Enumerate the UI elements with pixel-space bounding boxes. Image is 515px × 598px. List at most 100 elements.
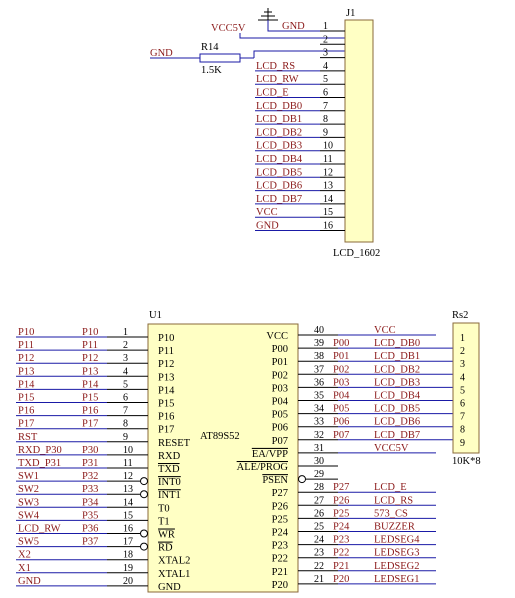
u1-left-pin-name: RESET bbox=[158, 438, 191, 449]
u1-left-port-label: P36 bbox=[82, 524, 98, 535]
rs2-pin-number: 6 bbox=[460, 399, 465, 410]
u1-left-net-label: P17 bbox=[18, 419, 34, 430]
u1-left-port-label: P14 bbox=[82, 379, 99, 390]
u1-left-port-label: P16 bbox=[82, 406, 98, 417]
u1-left-pin-number: 19 bbox=[123, 563, 133, 574]
u1-right-port-label: P00 bbox=[333, 338, 349, 349]
u1-right-port-label: P07 bbox=[333, 430, 349, 441]
u1-right-pin-name: VCC bbox=[266, 331, 288, 342]
u1-left-pin-number: 17 bbox=[123, 537, 133, 548]
u1-right-pin-number: 34 bbox=[314, 404, 324, 415]
j1-connector: GND R14 1.5K VCC5V J1 LCD_1602 1GND234LC… bbox=[150, 8, 380, 259]
j1-pin-number: 15 bbox=[323, 207, 333, 218]
j1-pin-number: 4 bbox=[323, 61, 328, 72]
u1-left-net-label: SW5 bbox=[18, 537, 39, 548]
rs2-pin-number: 3 bbox=[460, 359, 465, 370]
r14-gnd-net: GND bbox=[150, 48, 173, 59]
u1-left-pin-name: P11 bbox=[158, 346, 174, 357]
u1-left-net-label: P16 bbox=[18, 406, 34, 417]
u1-body bbox=[147, 323, 299, 593]
j1-net-label: LCD_DB4 bbox=[256, 154, 303, 165]
u1-right-pin-name: P22 bbox=[272, 554, 288, 565]
u1-right-net-label: LCD_DB1 bbox=[374, 351, 420, 362]
u1-right-net-label: 573_CS bbox=[374, 508, 408, 519]
u1-right-pin-name: PSEN bbox=[262, 475, 288, 486]
u1-left-pin-number: 9 bbox=[123, 432, 128, 443]
u1-left-net-label: LCD_RW bbox=[18, 524, 61, 535]
u1-right-net-label: BUZZER bbox=[374, 522, 415, 533]
u1-left-net-label: SW1 bbox=[18, 471, 39, 482]
u1-left-port-label: P33 bbox=[82, 484, 98, 495]
j1-pin-number: 14 bbox=[323, 194, 333, 205]
u1-left-pin-number: 11 bbox=[123, 458, 133, 469]
u1-left-pin-number: 13 bbox=[123, 484, 133, 495]
u1-left-pin-number: 8 bbox=[123, 419, 128, 430]
u1-left-port-label: P17 bbox=[82, 419, 98, 430]
u1-right-pin-number: 38 bbox=[314, 351, 324, 362]
u1-right-net-label: VCC bbox=[374, 325, 396, 336]
u1-right-net-label: LEDSEG1 bbox=[374, 574, 420, 585]
rs2-pin-number: 4 bbox=[460, 372, 465, 383]
j1-pin-number: 6 bbox=[323, 88, 328, 99]
u1-left-port-label: P35 bbox=[82, 510, 98, 521]
rs2-ref: Rs2 bbox=[452, 310, 468, 321]
u1-right-pin-name: P24 bbox=[272, 528, 289, 539]
u1-right-pin-name: P20 bbox=[272, 580, 288, 591]
u1-left-pin-name: P12 bbox=[158, 359, 174, 370]
u1-right-net-label: LCD_DB5 bbox=[374, 404, 420, 415]
u1-inverted-pin-bubble bbox=[140, 477, 148, 486]
u1-right-pin-name: P01 bbox=[272, 357, 288, 368]
u1-left-port-label: P34 bbox=[82, 497, 99, 508]
u1-left-pin-name: TXD bbox=[158, 464, 180, 475]
u1-right-port-label: P06 bbox=[333, 417, 349, 428]
u1-right-pin-number: 37 bbox=[314, 364, 324, 375]
u1-left-net-label: RST bbox=[18, 432, 38, 443]
j1-net-label: LCD_DB6 bbox=[256, 181, 302, 192]
u1-left-pin-name: P13 bbox=[158, 372, 174, 383]
u1-right-pin-number: 35 bbox=[314, 391, 324, 402]
u1-right-pin-name: P06 bbox=[272, 423, 288, 434]
j1-pin-number: 11 bbox=[323, 154, 333, 165]
u1-left-net-label: SW3 bbox=[18, 497, 39, 508]
u1-right-pin-number: 22 bbox=[314, 561, 324, 572]
u1-left-port-label: P32 bbox=[82, 471, 98, 482]
u1-left-pin-name: P17 bbox=[158, 425, 174, 436]
u1-left-pin-name: XTAL1 bbox=[158, 569, 190, 580]
u1-right-pin-name: EA/VPP bbox=[252, 449, 288, 460]
r14-value: 1.5K bbox=[201, 65, 222, 76]
j1-gnd-label: GND bbox=[282, 21, 305, 32]
u1-left-pin-name: INT1 bbox=[158, 490, 181, 501]
u1-right-pin-name: P03 bbox=[272, 383, 288, 394]
u1-left-pin-number: 18 bbox=[123, 550, 133, 561]
u1-right-net-label: LEDSEG3 bbox=[374, 548, 420, 559]
u1-left-pin-name: RD bbox=[158, 543, 173, 554]
u1-right-pin-number: 31 bbox=[314, 443, 324, 454]
rs2-pin-number: 2 bbox=[460, 346, 465, 357]
u1-right-pin-name: P04 bbox=[272, 397, 289, 408]
u1-left-pin-number: 7 bbox=[123, 406, 128, 417]
u1-right-pin-number: 36 bbox=[314, 377, 324, 388]
u1-right-net-label: LCD_DB6 bbox=[374, 417, 420, 428]
u1-left-pin-name: P14 bbox=[158, 385, 175, 396]
u1-left-port-label: P37 bbox=[82, 537, 98, 548]
u1-left-net-label: P15 bbox=[18, 393, 34, 404]
u1-left-net-label: P10 bbox=[18, 327, 34, 338]
u1-left-pin-name: T0 bbox=[158, 503, 170, 514]
u1-left-port-label: P30 bbox=[82, 445, 98, 456]
u1-right-pin-number: 24 bbox=[314, 535, 324, 546]
u1-right-net-label: LEDSEG4 bbox=[374, 535, 420, 546]
u1-left-pin-number: 16 bbox=[123, 524, 133, 535]
j1-pin-number: 8 bbox=[323, 114, 328, 125]
u1-right-port-label: P22 bbox=[333, 548, 349, 559]
u1-left-pin-number: 2 bbox=[123, 340, 128, 351]
u1-right-pin-number: 40 bbox=[314, 325, 324, 336]
j1-pin-number: 10 bbox=[323, 141, 333, 152]
u1-right-pin-number: 32 bbox=[314, 430, 324, 441]
u1-left-net-label: X1 bbox=[18, 563, 31, 574]
j1-net-label: LCD_E bbox=[256, 88, 289, 99]
j1-pin-number: 9 bbox=[323, 127, 328, 138]
u1-right-pin-name: P00 bbox=[272, 344, 288, 355]
u1-right-port-label: P26 bbox=[333, 495, 349, 506]
vcc5v-net: VCC5V bbox=[211, 23, 246, 34]
